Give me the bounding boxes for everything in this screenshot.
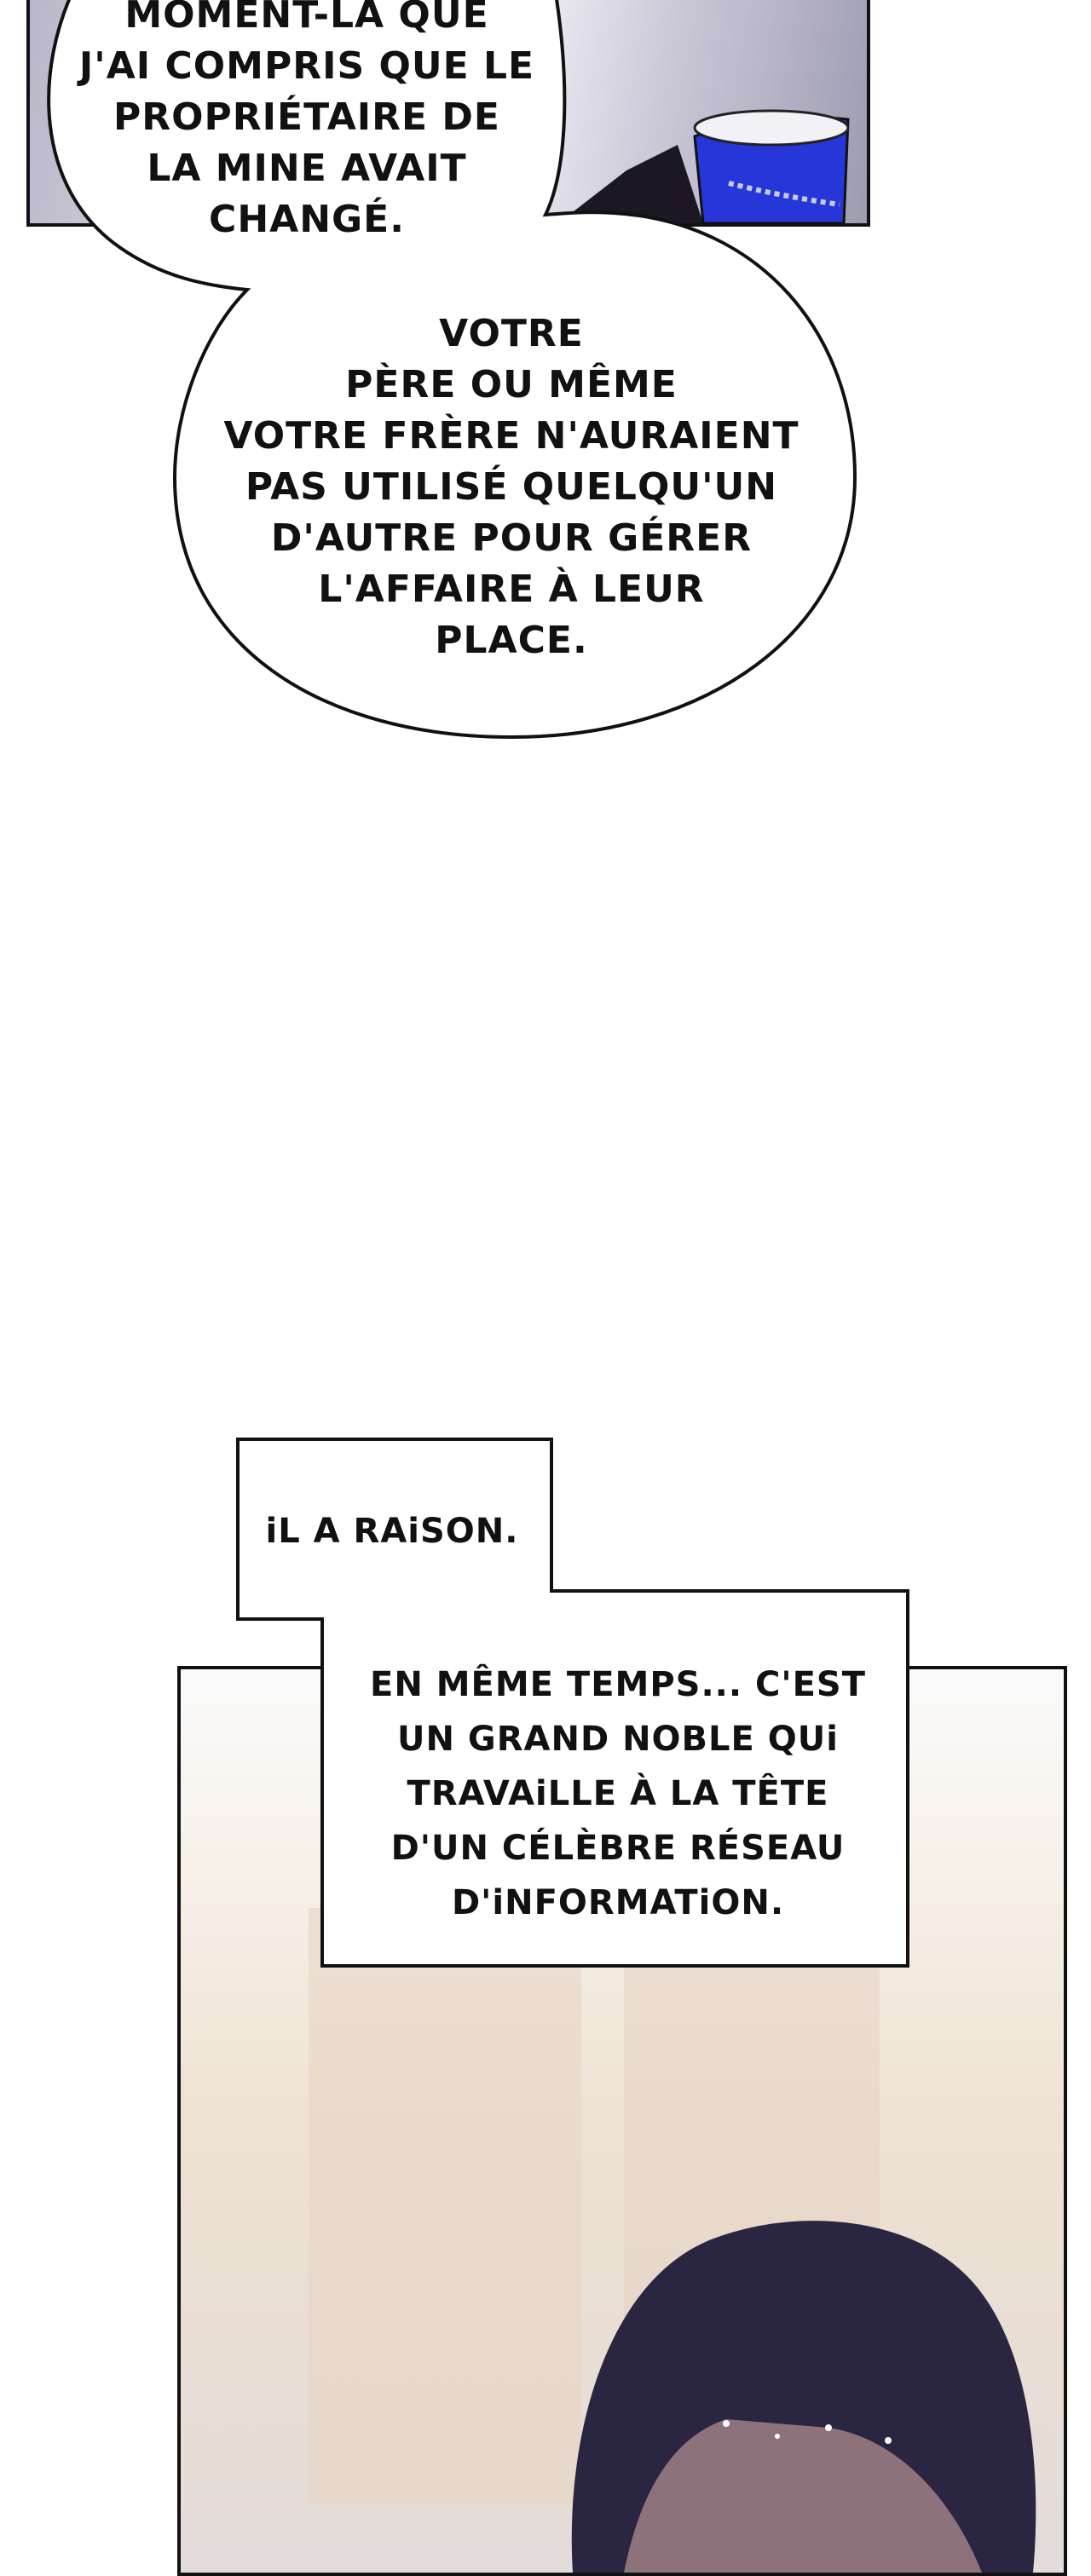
- bubble-line: VOTRE FRÈRE N'AURAIENT: [223, 414, 799, 458]
- narration-box-2: EN MÊME TEMPS... C'EST UN GRAND NOBLE QU…: [341, 1657, 895, 1930]
- bubble-line: PAS UTILISÉ QUELQU'UN: [245, 465, 778, 509]
- character-illustration: [309, 1908, 1036, 2573]
- narration-line: D'iNFORMATiON.: [451, 1883, 785, 1922]
- bubble-line: PROPRIÉTAIRE DE: [113, 95, 500, 139]
- narration-boxes: [236, 1438, 909, 1968]
- narration-box-1: iL A RAiSON.: [256, 1504, 528, 1559]
- bubble-line: PLACE.: [435, 619, 588, 662]
- bubble-line: LA MINE AVAIT: [147, 147, 467, 190]
- bubble-line: CHANGÉ.: [209, 198, 405, 241]
- speech-bubble-main: VOTRE PÈRE OU MÊME VOTRE FRÈRE N'AURAIEN…: [213, 308, 810, 666]
- comic-panel-bottom: [177, 1666, 1067, 2576]
- narration-line: iL A RAiSON.: [265, 1512, 519, 1551]
- bubble-line: MOMENT-LÀ QUE: [124, 0, 489, 37]
- bubble-line: VOTRE: [439, 312, 584, 355]
- narration-line: UN GRAND NOBLE QUi: [397, 1720, 839, 1759]
- speech-bubbles: [47, 0, 857, 740]
- narration-line: EN MÊME TEMPS... C'EST: [370, 1665, 866, 1704]
- bubble-line: D'AUTRE POUR GÉRER: [270, 516, 753, 560]
- narration-line: TRAVAiLLE À LA TÊTE: [407, 1774, 829, 1813]
- bubble-line: L'AFFAIRE À LEUR: [318, 568, 705, 611]
- bubble-line: J'AI COMPRIS QUE LE: [78, 44, 535, 88]
- speech-bubble-top: MOMENT-LÀ QUE J'AI COMPRIS QUE LE PROPRI…: [51, 0, 563, 245]
- bubble-line: PÈRE OU MÊME: [345, 363, 678, 406]
- narration-line: D'UN CÉLÈBRE RÉSEAU: [390, 1829, 846, 1868]
